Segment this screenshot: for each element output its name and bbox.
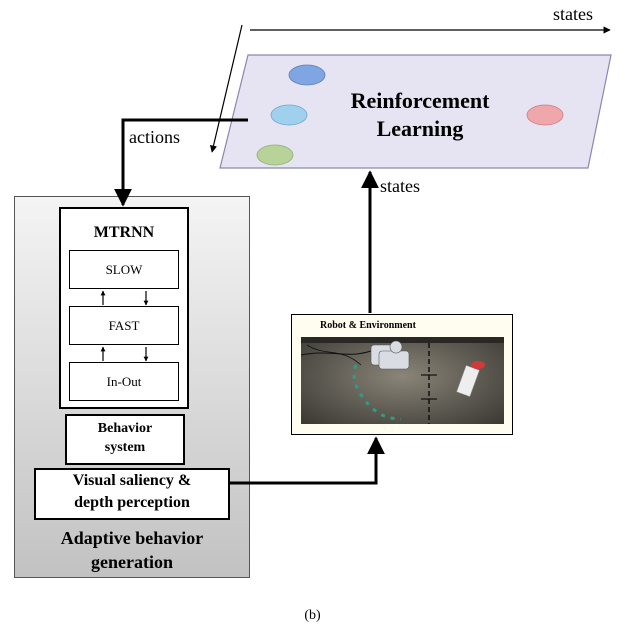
red-target-cylinder [456,361,485,397]
visual-saliency-box [34,468,230,520]
in-out-layer-label: In-Out [106,374,142,389]
behavior-system-label-line1: Behavior [97,421,153,436]
fast-layer-label: FAST [108,318,140,333]
visual-saliency-label-line2: depth perception [74,494,190,511]
reinforcement-learning-label-line1: Reinforcement [350,88,490,113]
slow-layer-box [69,250,179,289]
robot-environment-photo [301,337,504,424]
state-node-red [526,104,564,126]
state-node-blue [288,64,326,86]
fast-layer-box [69,306,179,345]
perception-to-robot-arrow [230,436,385,485]
robot-environment-label: Robot & Environment [320,320,416,331]
cable-shape-2 [306,344,362,366]
visual-saliency-label-line1: Visual saliency & [72,472,192,489]
robot-figure [370,340,410,370]
actions-arrow [114,118,248,207]
states-mid-label: states [380,176,420,196]
in-out-layer-box [69,362,179,401]
mtrnn-label: MTRNN [93,224,155,241]
reinforcement-learning-label-line2: Learning [376,116,464,141]
adaptive-behavior-label-line1: Adaptive behavior [60,528,204,548]
slow-layer-label: SLOW [105,262,143,277]
green-path-marks [352,364,402,421]
behavior-system-label-line2: system [104,440,146,455]
state-node-cyan [270,104,308,126]
states-top-label: states [553,4,593,24]
figure-caption: (b) [304,608,321,623]
adaptive-behavior-label-line2: generation [91,552,173,572]
robot-scene-illustration [301,337,504,424]
actions-label: actions [129,127,180,147]
behavior-system-box [65,414,185,465]
diagonal-arrow [209,24,243,153]
state-node-green [256,144,294,166]
